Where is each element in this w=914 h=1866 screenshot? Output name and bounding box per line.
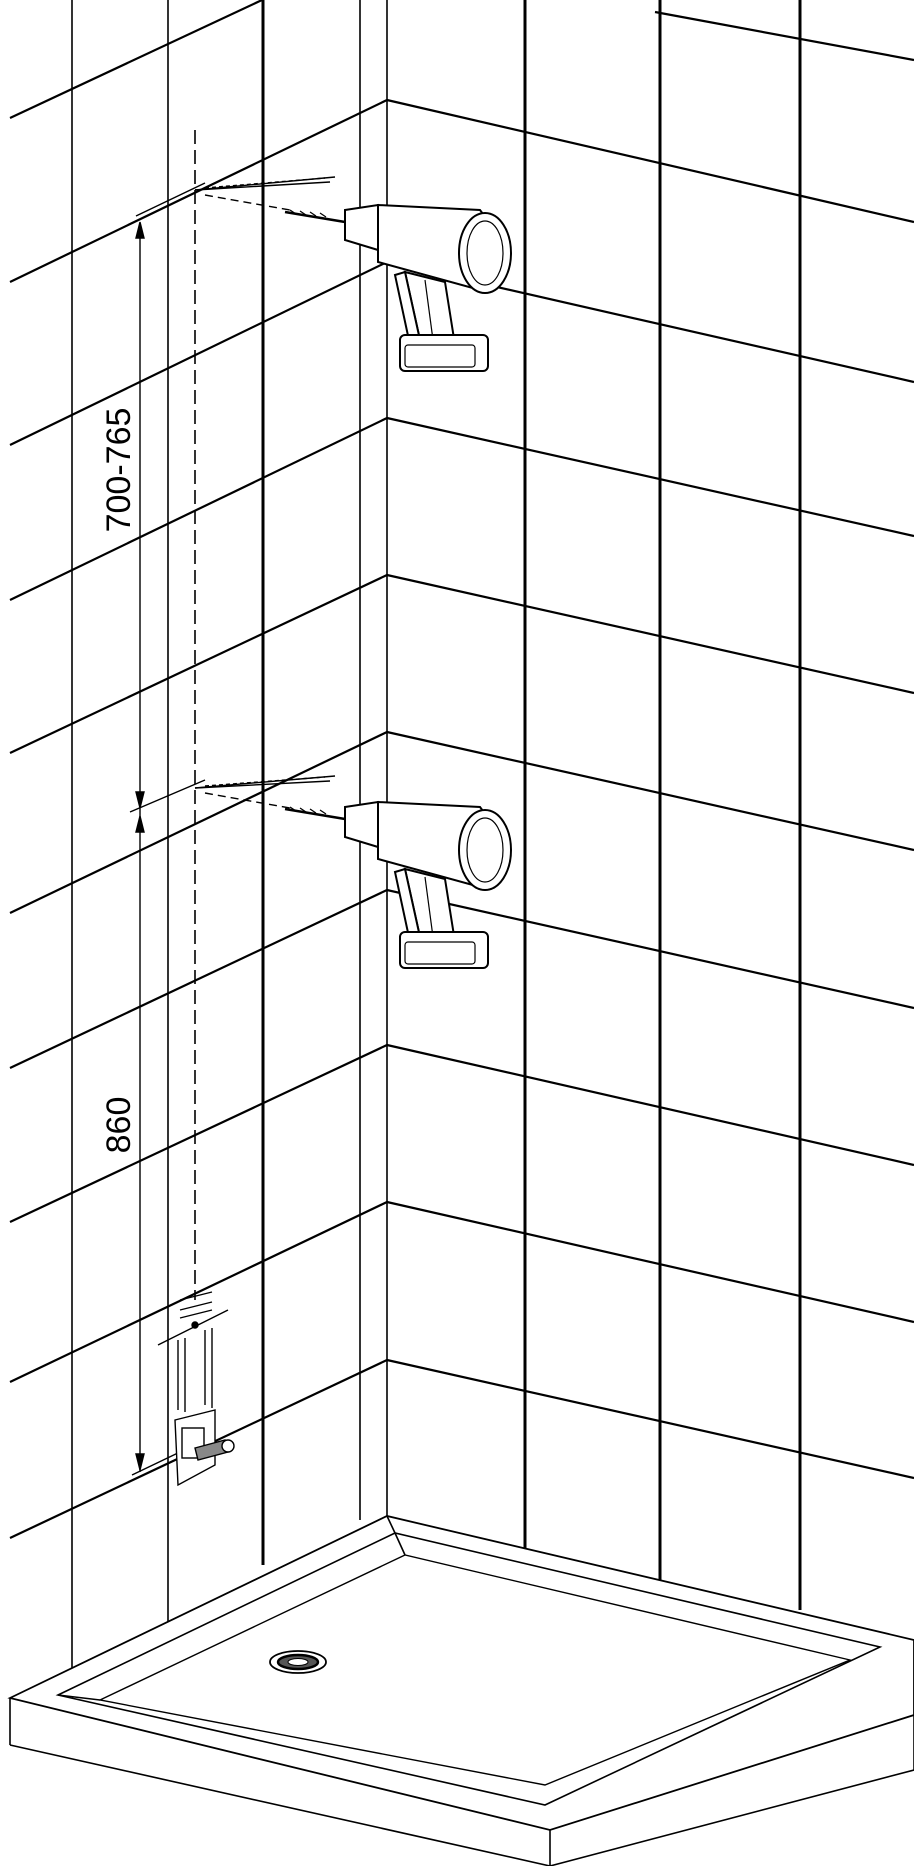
drill-mark-upper: [194, 176, 336, 211]
drill-mark-lower: [194, 775, 336, 809]
drill-icon: [284, 800, 512, 969]
dimension-label-lower: 860: [100, 1097, 138, 1154]
dimension-label-upper: 700-765: [100, 408, 138, 533]
shower-tray: [7, 1515, 914, 1866]
left-wall-tiles: [9, 0, 388, 1700]
drill-icon: [284, 203, 512, 372]
drain: [269, 1650, 327, 1674]
dimension-lines: [129, 182, 206, 1476]
mixer-valve: [157, 1291, 235, 1487]
